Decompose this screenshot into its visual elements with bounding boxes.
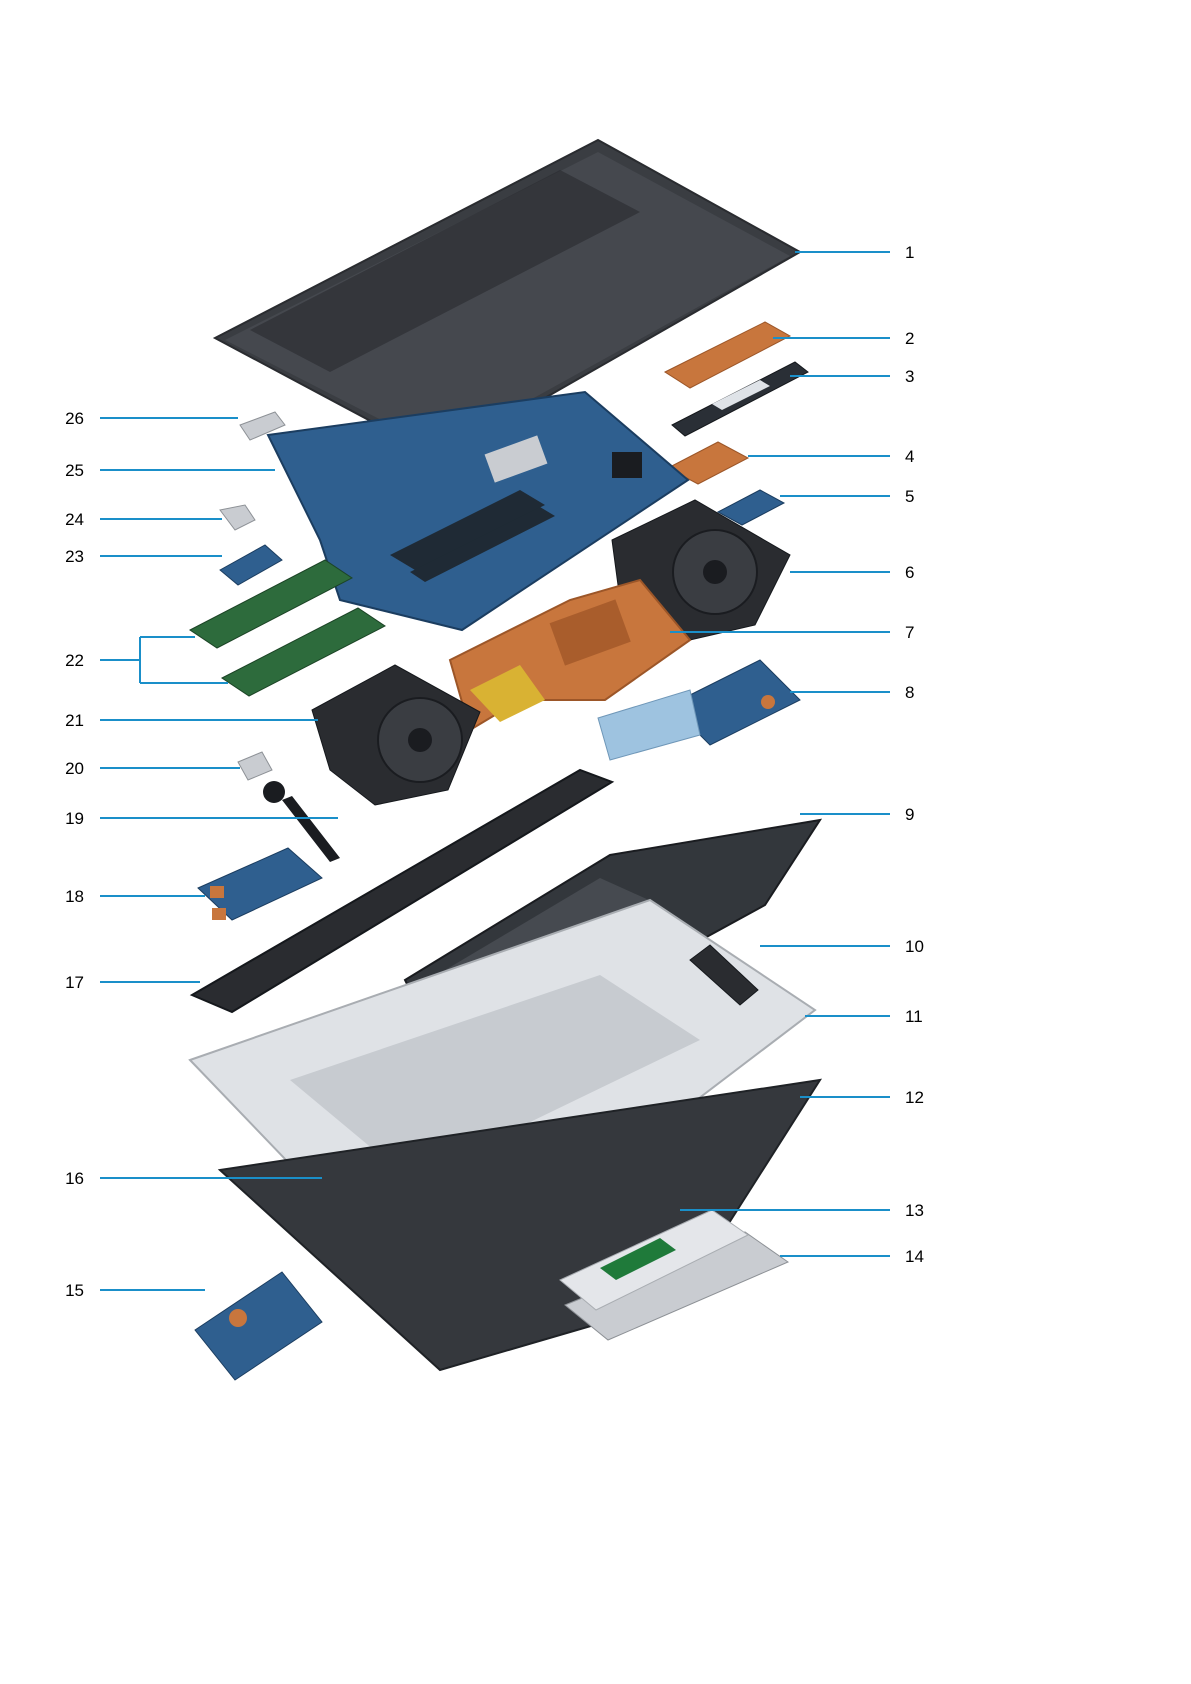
callout-number-4: 4 (905, 447, 914, 466)
callout-number-18: 18 (65, 887, 84, 906)
callout-number-23: 23 (65, 547, 84, 566)
callout-number-3: 3 (905, 367, 914, 386)
callout-number-24: 24 (65, 510, 84, 529)
callout-number-11: 11 (905, 1007, 923, 1026)
callout-number-13: 13 (905, 1201, 924, 1220)
callout-leader-22 (100, 637, 228, 683)
power-button-fingerprint (263, 781, 340, 862)
callout-number-10: 10 (905, 937, 924, 956)
io-board-cable (598, 690, 700, 760)
callout-number-19: 19 (65, 809, 84, 828)
callout-number-16: 16 (65, 1169, 84, 1188)
left-fan (312, 665, 480, 805)
callout-number-7: 7 (905, 623, 914, 642)
callout-number-12: 12 (905, 1088, 924, 1107)
callout-number-6: 6 (905, 563, 914, 582)
callout-number-17: 17 (65, 973, 84, 992)
callout-number-15: 15 (65, 1281, 84, 1300)
callout-number-14: 14 (905, 1247, 924, 1266)
callout-number-21: 21 (65, 711, 84, 730)
wlan-card (220, 545, 282, 585)
callout-number-1: 1 (905, 243, 914, 262)
callout-number-8: 8 (905, 683, 914, 702)
power-button-bracket (238, 752, 272, 780)
io-board-left (198, 848, 322, 920)
callout-number-5: 5 (905, 487, 914, 506)
callout-number-26: 26 (65, 409, 84, 428)
power-button-board (195, 1272, 322, 1380)
callout-number-20: 20 (65, 759, 84, 778)
wlan-bracket (220, 505, 255, 530)
callout-number-9: 9 (905, 805, 914, 824)
callout-number-25: 25 (65, 461, 84, 480)
callout-number-2: 2 (905, 329, 914, 348)
callout-number-22: 22 (65, 651, 84, 670)
